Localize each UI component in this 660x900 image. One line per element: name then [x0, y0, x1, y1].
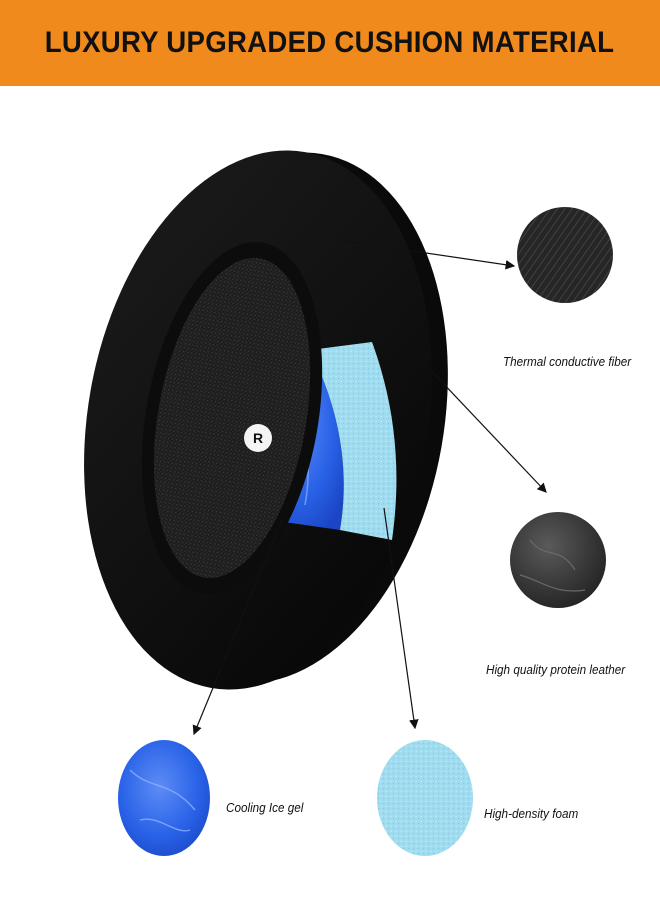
leather-label: High quality protein leather — [486, 662, 626, 677]
title-banner: LUXURY UPGRADED CUSHION MATERIAL — [0, 0, 660, 86]
fiber-pointer — [337, 239, 516, 270]
leather-pointer — [403, 341, 547, 493]
product-illustration: R — [84, 150, 613, 856]
page-title: LUXURY UPGRADED CUSHION MATERIAL — [45, 26, 615, 59]
side-marker-badge — [244, 424, 272, 452]
foam-swatch-icon — [377, 740, 473, 856]
side-marker-letter: R — [253, 430, 263, 446]
fiber-swatch-icon — [517, 207, 613, 303]
foam-layer — [310, 342, 397, 540]
gel-label: Cooling Ice gel — [226, 800, 304, 815]
gel-swatch-icon — [118, 740, 210, 856]
fiber-label: Thermal conductive fiber — [503, 354, 632, 369]
foam-pointer — [383, 507, 419, 730]
leather-swatch-icon — [510, 512, 606, 608]
ear-cushion: R — [84, 150, 448, 690]
gel-pointer — [192, 519, 283, 736]
foam-label: High-density foam — [484, 806, 579, 821]
